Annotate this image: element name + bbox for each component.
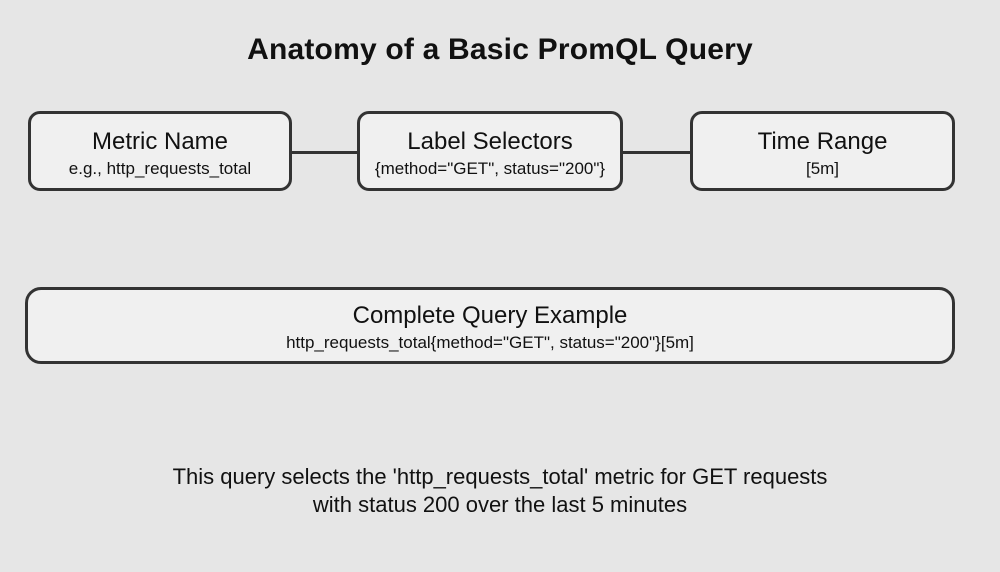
- node-complete-query-example: Complete Query Example http_requests_tot…: [25, 287, 955, 364]
- node-time-range-label: Time Range: [757, 127, 888, 155]
- node-metric-name: Metric Name e.g., http_requests_total: [28, 111, 292, 191]
- node-time-range-detail: [5m]: [805, 158, 840, 178]
- connector-metric-to-selectors: [292, 151, 357, 154]
- node-label-selectors: Label Selectors {method="GET", status="2…: [357, 111, 623, 191]
- caption-line-1: This query selects the 'http_requests_to…: [172, 464, 828, 489]
- diagram-title: Anatomy of a Basic PromQL Query: [247, 33, 753, 66]
- connector-selectors-to-time: [623, 151, 690, 154]
- node-label-selectors-detail: {method="GET", status="200"}: [374, 158, 606, 178]
- node-metric-name-label: Metric Name: [91, 127, 229, 155]
- node-complete-query-detail: http_requests_total{method="GET", status…: [286, 333, 694, 352]
- node-complete-query-label: Complete Query Example: [352, 302, 628, 329]
- diagram-caption: This query selects the 'http_requests_to…: [0, 463, 1000, 519]
- caption-line-2: with status 200 over the last 5 minutes: [312, 492, 688, 517]
- node-time-range: Time Range [5m]: [690, 111, 955, 191]
- node-label-selectors-label: Label Selectors: [407, 127, 573, 155]
- node-metric-name-detail: e.g., http_requests_total: [68, 158, 252, 178]
